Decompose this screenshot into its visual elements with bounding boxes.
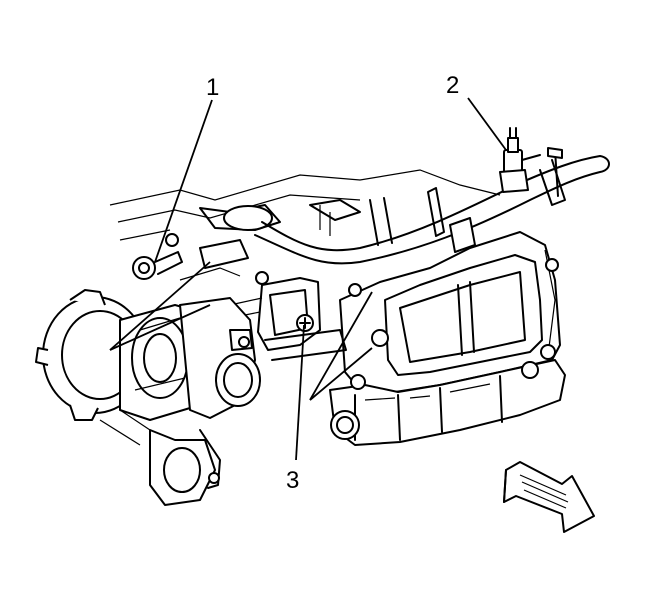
turbocharger-assembly bbox=[35, 289, 261, 506]
callout-2-label: 2 bbox=[446, 72, 459, 99]
callout-1-leader bbox=[154, 99, 213, 263]
vacuum-tube bbox=[254, 147, 610, 265]
callout-3-leader bbox=[295, 324, 305, 461]
callout-2-leader bbox=[467, 97, 507, 151]
front-direction-arrow-icon bbox=[503, 461, 595, 533]
leader-lines bbox=[109, 97, 507, 461]
inlet-fitting bbox=[132, 233, 249, 281]
engine-block-background bbox=[109, 169, 501, 246]
callout-3-label: 3 bbox=[286, 467, 299, 494]
callout-1-label: 1 bbox=[206, 74, 219, 101]
center-bracket bbox=[229, 271, 362, 361]
sensor-fitting bbox=[499, 127, 541, 193]
intake-plenum bbox=[329, 217, 566, 446]
